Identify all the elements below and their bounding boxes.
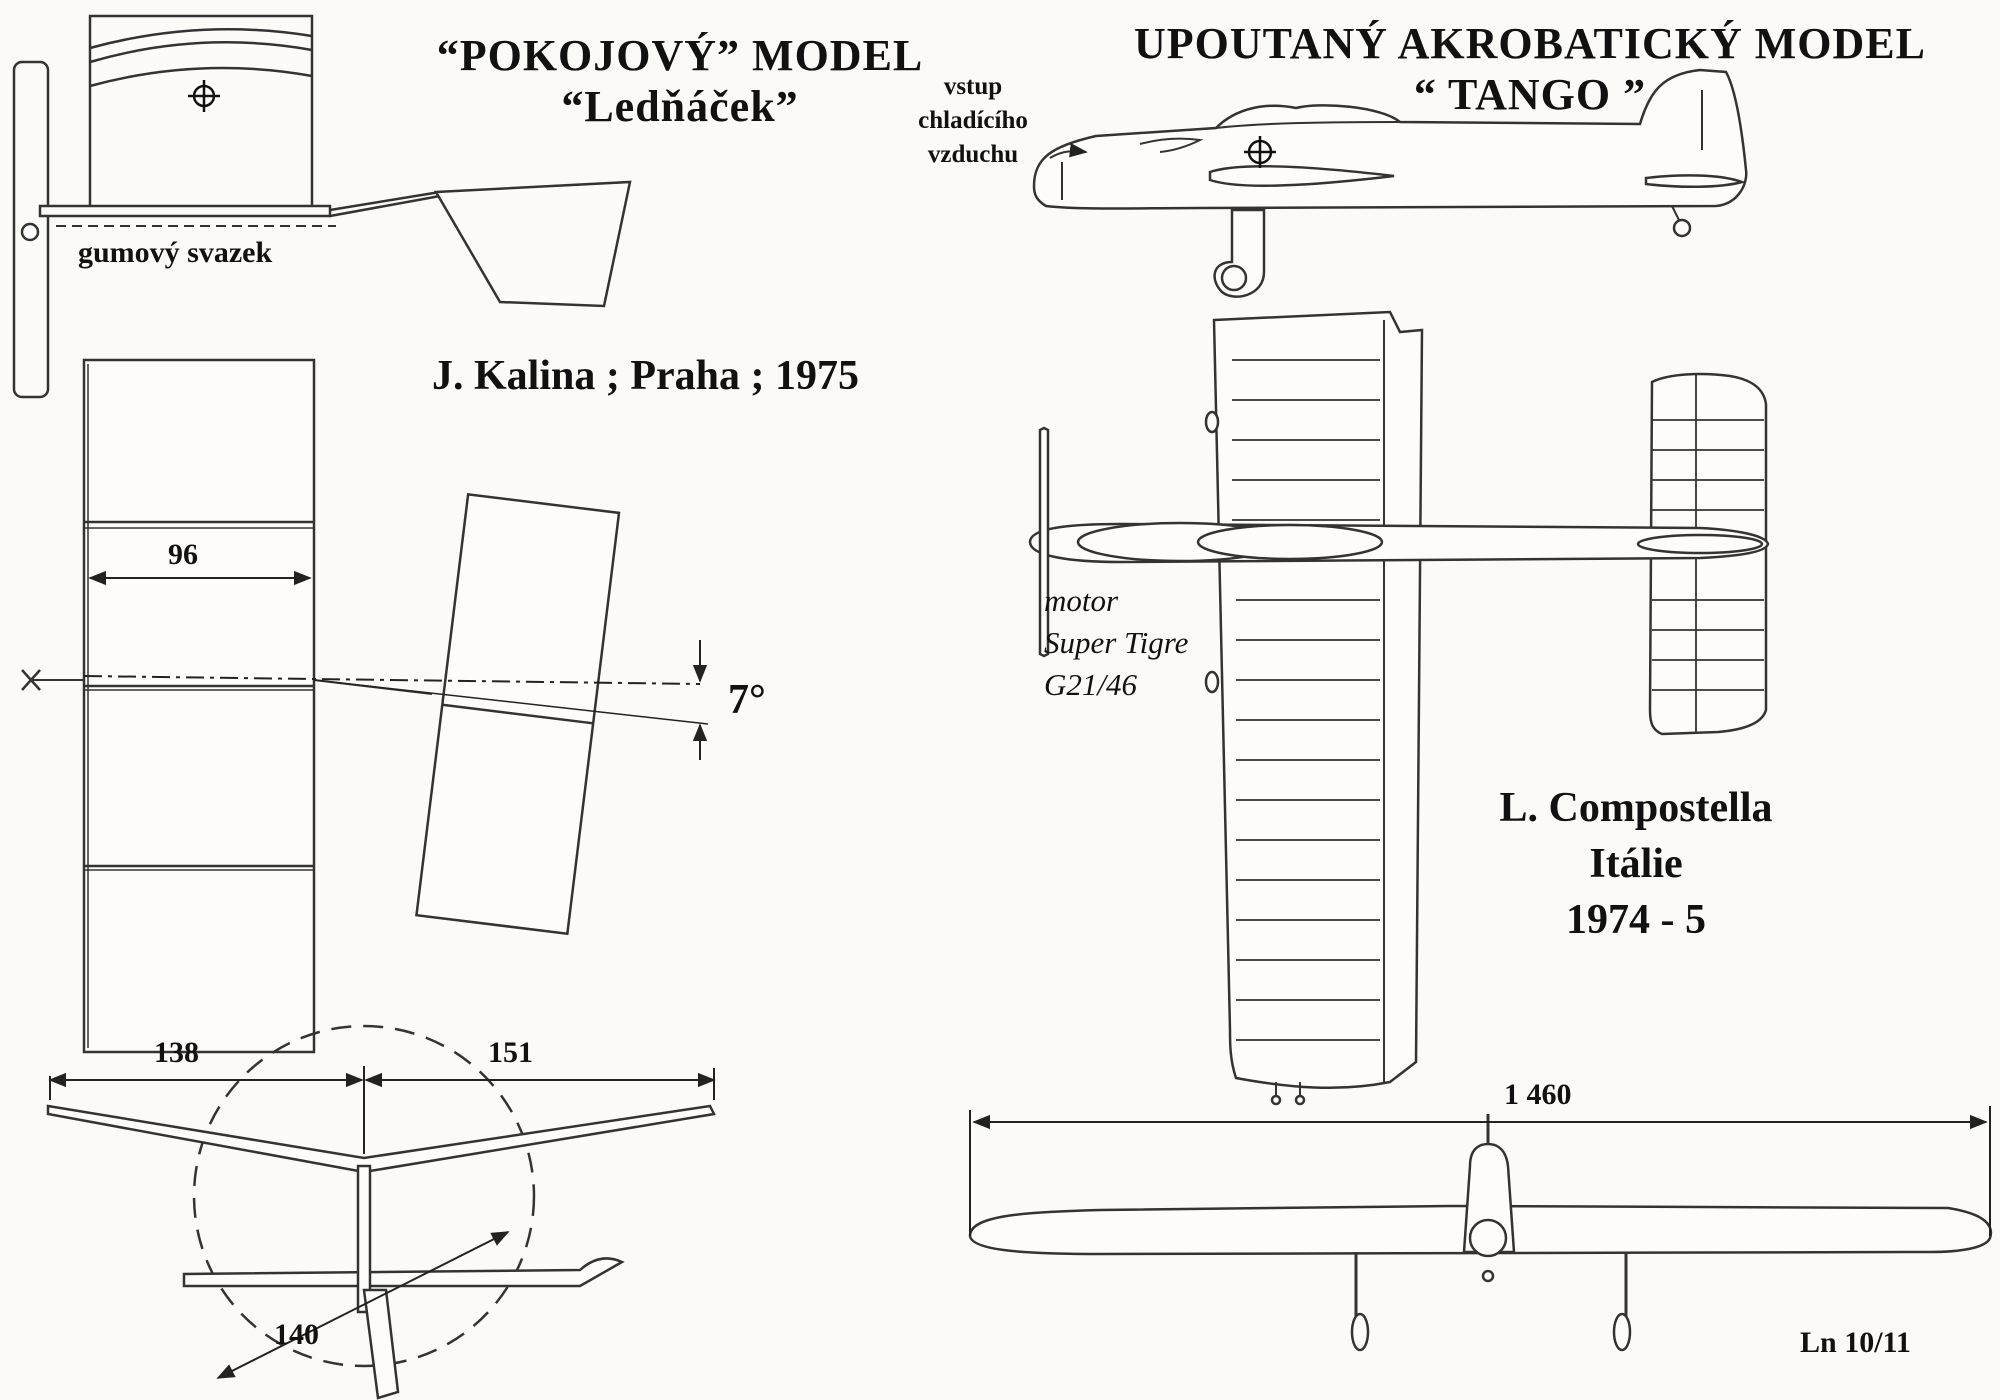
motor-line: motor xyxy=(1044,583,1119,618)
designer-line: Itálie xyxy=(1589,841,1683,887)
left-front-dimensions xyxy=(48,1066,716,1379)
label-rubber-motor: gumový svazek xyxy=(78,236,273,269)
page-reference: Ln 10/11 xyxy=(1800,1326,1911,1359)
left-title: “POKOJOVÝ” MODEL “Ledňáček” xyxy=(420,30,940,132)
stabilizer-side xyxy=(433,180,632,308)
dim-span-right-model-label: 1 460 xyxy=(1504,1078,1572,1111)
centerline xyxy=(83,675,701,685)
wing-top xyxy=(82,358,316,1054)
stabilizer-top xyxy=(415,492,621,936)
left-top-view xyxy=(21,358,621,1054)
right-wheel xyxy=(1612,1312,1632,1352)
dim-span-right-label: 151 xyxy=(488,1036,533,1069)
wing-top-right-model xyxy=(1212,310,1424,1090)
radius-dimension xyxy=(216,1231,510,1379)
right-top-view xyxy=(1028,310,1770,1106)
right-front-dimensions xyxy=(969,1106,1991,1236)
intake-leader-arrow xyxy=(1049,143,1088,159)
center-of-gravity-symbol xyxy=(1244,136,1276,168)
center-of-gravity-symbol xyxy=(188,80,220,112)
right-side-view xyxy=(1032,68,1748,298)
tank-outline-top xyxy=(1196,523,1384,561)
author-credit: J. Kalina ; Praha ; 1975 xyxy=(432,353,859,399)
designer-credit: L. Compostella Itálie 1974 - 5 xyxy=(1446,780,1826,948)
motor-line: G21/46 xyxy=(1044,667,1137,702)
stabilizer-front xyxy=(182,1257,625,1288)
tail-wheel xyxy=(1672,218,1692,238)
wing-ribs xyxy=(1232,359,1380,1041)
stabilizer-ribs xyxy=(1652,374,1764,732)
fin-front xyxy=(362,1288,400,1400)
right-title: UPOUTANÝ AKROBATICKÝ MODEL “ TANGO ” xyxy=(1110,18,1950,120)
dim-angle-label: 7° xyxy=(728,677,766,723)
wing-front xyxy=(46,1104,716,1174)
right-title-line1: UPOUTANÝ AKROBATICKÝ MODEL xyxy=(1134,19,1926,68)
right-front-view xyxy=(968,1114,1993,1352)
intake-label: vstup chladícího vzduchu xyxy=(898,70,1048,172)
left-dimension-lines xyxy=(83,570,709,760)
designer-line: 1974 - 5 xyxy=(1566,897,1706,943)
dim-span-left-label: 138 xyxy=(154,1036,199,1069)
dim-radius-label: 140 xyxy=(274,1318,319,1351)
left-side-view xyxy=(12,14,632,399)
stabilizer-section-side xyxy=(1644,174,1747,189)
left-front-view xyxy=(46,1024,716,1400)
motor-stick xyxy=(38,204,332,218)
wing-section-side xyxy=(1208,164,1395,188)
left-title-line1: “POKOJOVÝ” MODEL xyxy=(436,31,924,80)
dim-chord-label: 96 xyxy=(168,538,198,571)
spinner-front xyxy=(1468,1218,1508,1258)
motor-label: motor Super Tigre G21/46 xyxy=(1044,580,1188,706)
intake-line: chladícího xyxy=(918,107,1028,134)
propeller-top-symbol xyxy=(21,669,84,691)
intake-line: vzduchu xyxy=(927,141,1019,168)
left-title-line2: “Ledňáček” xyxy=(561,82,799,131)
propeller-top-right-model xyxy=(1038,426,1050,658)
left-wheel xyxy=(1350,1312,1370,1352)
propeller-hub xyxy=(20,222,40,242)
right-title-line2: “ TANGO ” xyxy=(1413,70,1647,119)
designer-line: L. Compostella xyxy=(1499,785,1773,831)
intake-line: vstup xyxy=(943,73,1003,100)
motor-line: Super Tigre xyxy=(1044,625,1189,660)
